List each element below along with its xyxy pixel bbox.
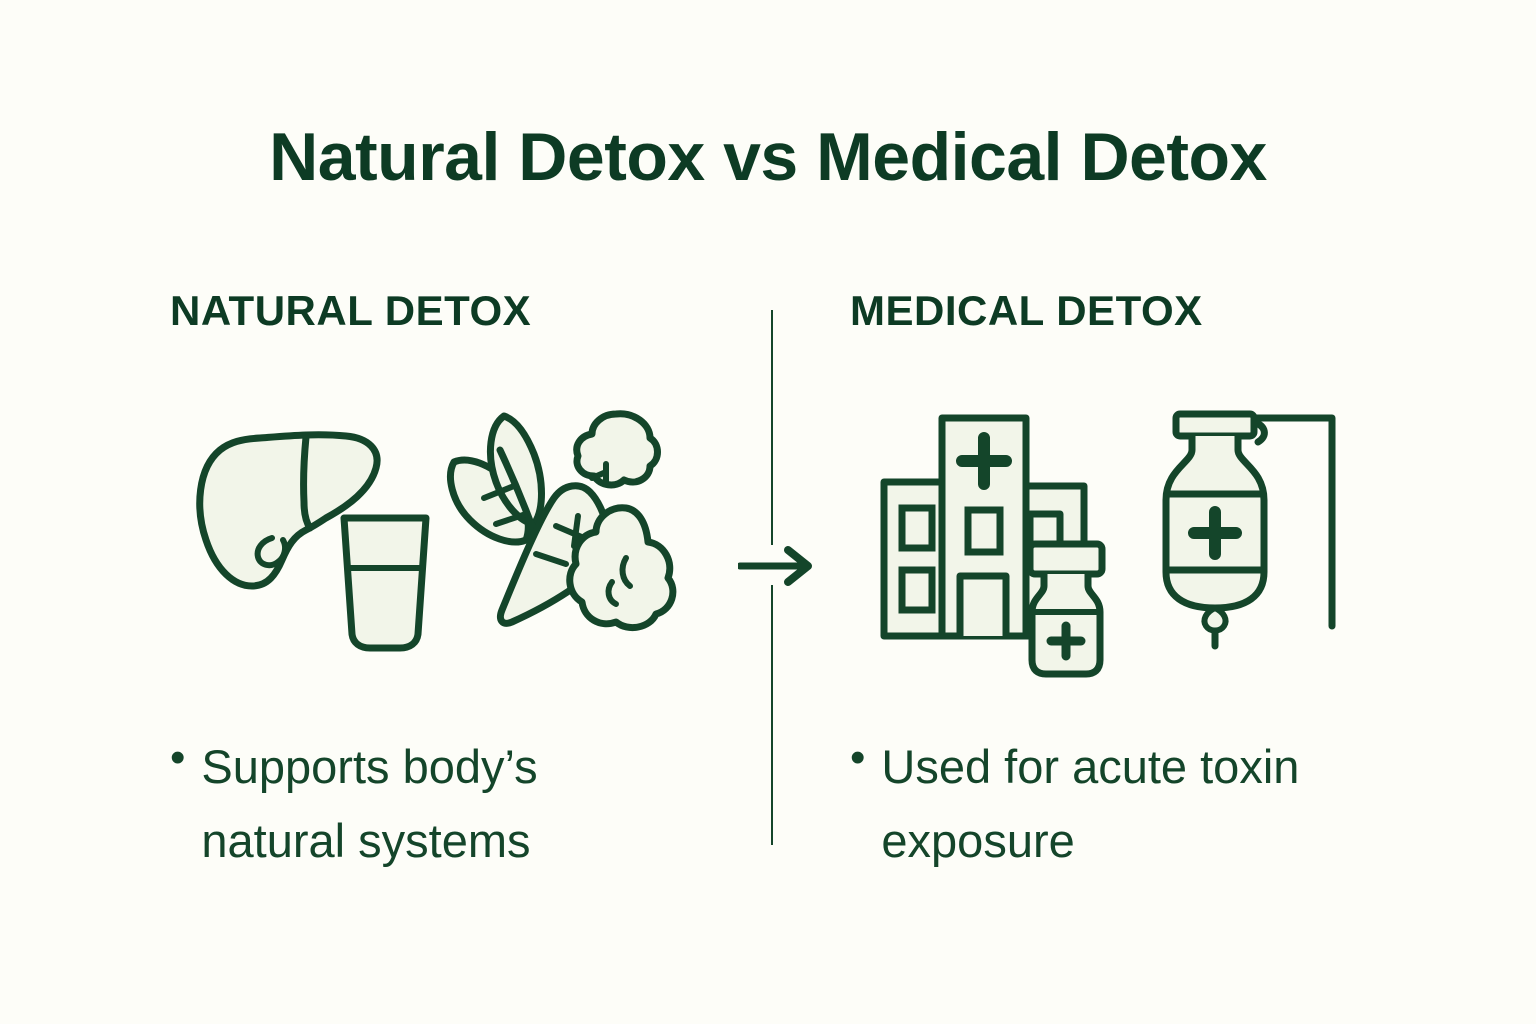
column-medical-detox: MEDICAL DETOX [850, 287, 1410, 867]
natural-detox-bullet-text: Supports body’s natural systems [201, 740, 538, 867]
iv-bag-icon [1140, 404, 1370, 654]
vegetables-icon [440, 406, 690, 656]
page-title: Natural Detox vs Medical Detox [269, 119, 1267, 195]
bullet-marker: • [170, 733, 186, 782]
right-arrow-icon [736, 545, 814, 587]
natural-detox-icon-row [170, 402, 730, 682]
medical-detox-icon-row [850, 402, 1410, 682]
vertical-divider-top [771, 310, 773, 545]
medical-detox-bullet: • Used for acute toxin exposure [850, 730, 1410, 878]
vertical-divider-bottom [771, 585, 773, 845]
water-glass-icon [330, 510, 440, 655]
bullet-marker: • [850, 733, 866, 782]
medicine-vial-icon [1018, 540, 1118, 680]
column-natural-detox: NATURAL DETOX [170, 287, 730, 867]
natural-detox-heading: NATURAL DETOX [170, 287, 532, 334]
medical-detox-heading: MEDICAL DETOX [850, 287, 1203, 334]
liver-icon [190, 410, 390, 600]
natural-detox-bullet: • Supports body’s natural systems [170, 730, 730, 878]
medical-detox-bullet-text: Used for acute toxin exposure [881, 740, 1300, 867]
